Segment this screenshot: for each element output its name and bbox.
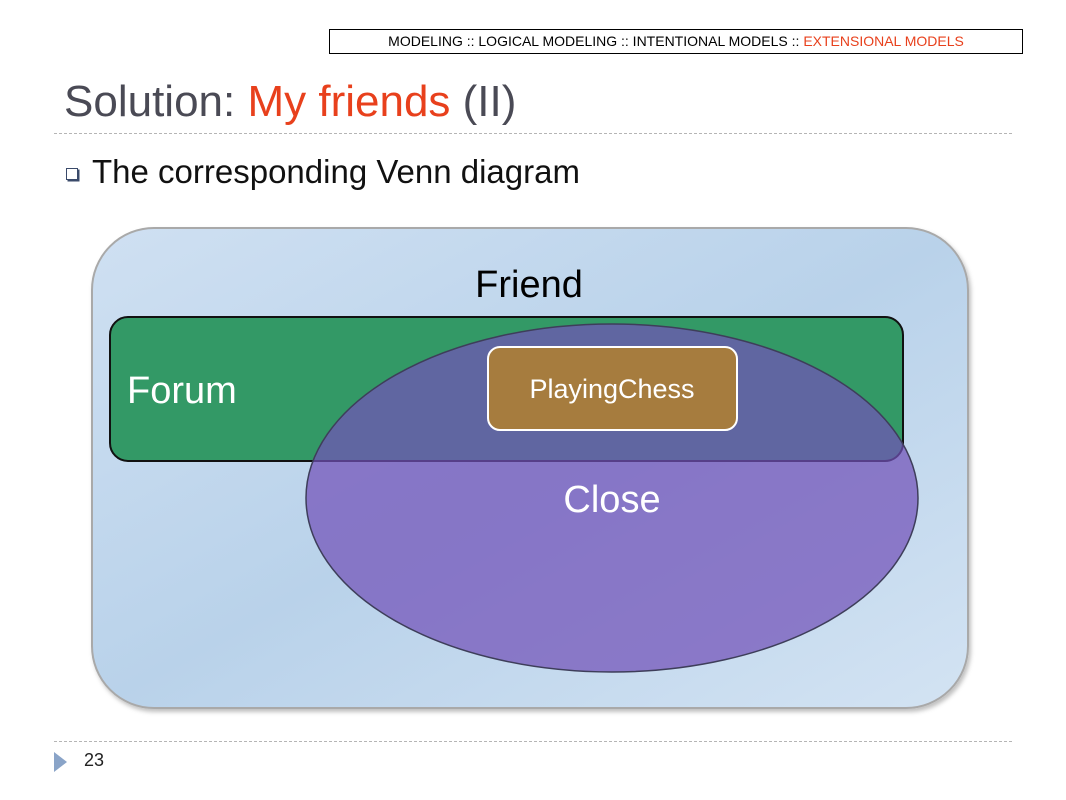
title-accent: My friends bbox=[247, 77, 451, 126]
bullet-item: The corresponding Venn diagram bbox=[66, 150, 580, 194]
close-set-shape bbox=[305, 323, 919, 673]
forum-label: Forum bbox=[127, 370, 237, 412]
breadcrumb-path: MODELING :: LOGICAL MODELING :: INTENTIO… bbox=[388, 33, 804, 49]
page-number: 23 bbox=[84, 750, 105, 770]
close-label: Close bbox=[563, 479, 660, 521]
square-bullet-icon bbox=[66, 168, 78, 180]
slide-title: Solution: My friends (II) bbox=[64, 72, 516, 132]
title-lead: Solution: bbox=[64, 77, 248, 126]
footer-divider bbox=[54, 741, 1012, 742]
breadcrumb-active: EXTENSIONAL MODELS bbox=[803, 33, 964, 49]
playingchess-set-shape bbox=[487, 346, 738, 431]
title-divider bbox=[54, 133, 1012, 134]
friend-label: Friend bbox=[475, 264, 583, 306]
title-tail: (II) bbox=[450, 77, 517, 126]
breadcrumb: MODELING :: LOGICAL MODELING :: INTENTIO… bbox=[329, 29, 1023, 54]
triangle-right-icon bbox=[54, 752, 67, 772]
playingchess-label: PlayingChess bbox=[529, 374, 694, 404]
bullet-text: The corresponding Venn diagram bbox=[92, 153, 580, 190]
